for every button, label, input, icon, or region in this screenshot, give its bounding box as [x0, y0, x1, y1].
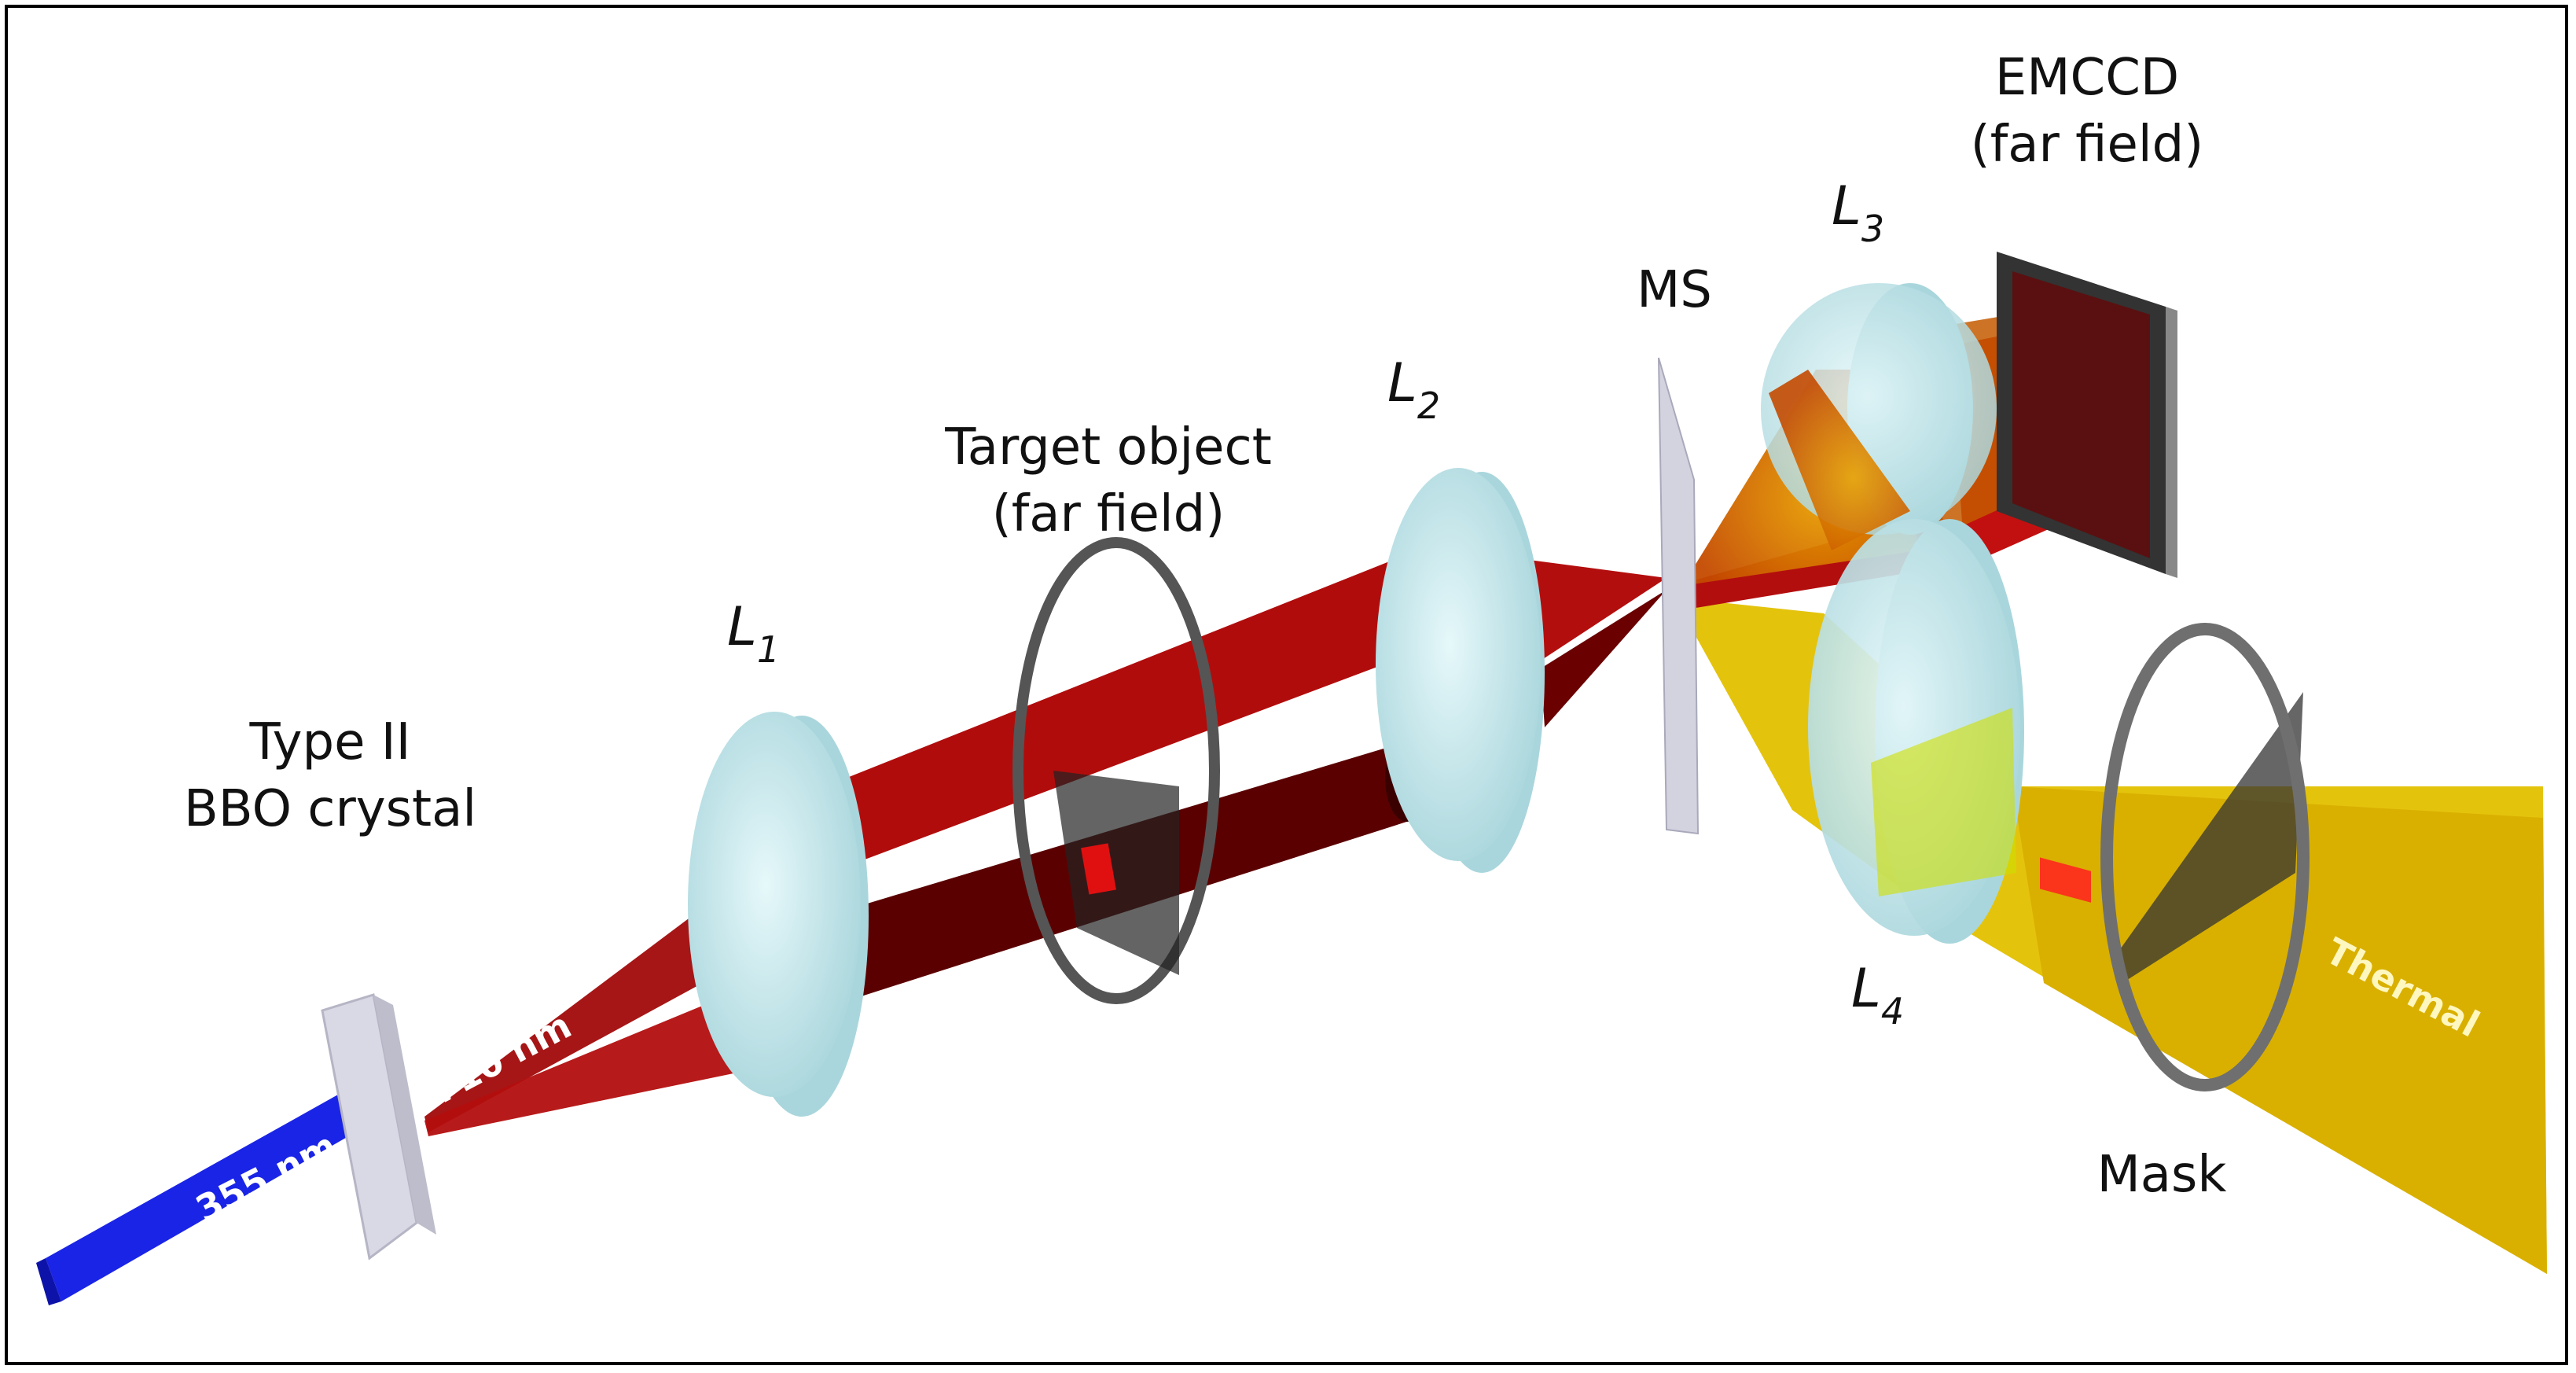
- lens-l4: [1808, 519, 2024, 944]
- target-label-line2: (far field): [992, 485, 1225, 543]
- mask: [2100, 623, 2310, 1091]
- emccd-camera: [1997, 252, 2177, 903]
- lens-l2: [1376, 468, 1545, 873]
- bbo-crystal: [321, 993, 436, 1261]
- mask-label: Mask: [2097, 1146, 2227, 1204]
- l3-label: L3: [1832, 175, 1884, 250]
- l4-label: L4: [1851, 958, 1904, 1033]
- ms-element: [1658, 357, 1700, 835]
- red-beam-l2-ms: [1517, 558, 1666, 727]
- target-label-line1: Target object: [944, 418, 1272, 477]
- lens-l3: [1761, 283, 1997, 550]
- emccd-label-line2: (far field): [1971, 116, 2203, 174]
- crystal-label-line1: Type II: [248, 713, 410, 771]
- emccd-label-line1: EMCCD: [1995, 49, 2179, 107]
- crystal-label-line2: BBO crystal: [184, 780, 476, 838]
- pump-beam: [36, 1084, 376, 1305]
- ms-label: MS: [1637, 261, 1712, 319]
- target-object: [1012, 537, 1220, 1004]
- l1-label: L1: [727, 596, 780, 671]
- lens-l1: [688, 712, 869, 1117]
- l2-label: L2: [1387, 352, 1440, 427]
